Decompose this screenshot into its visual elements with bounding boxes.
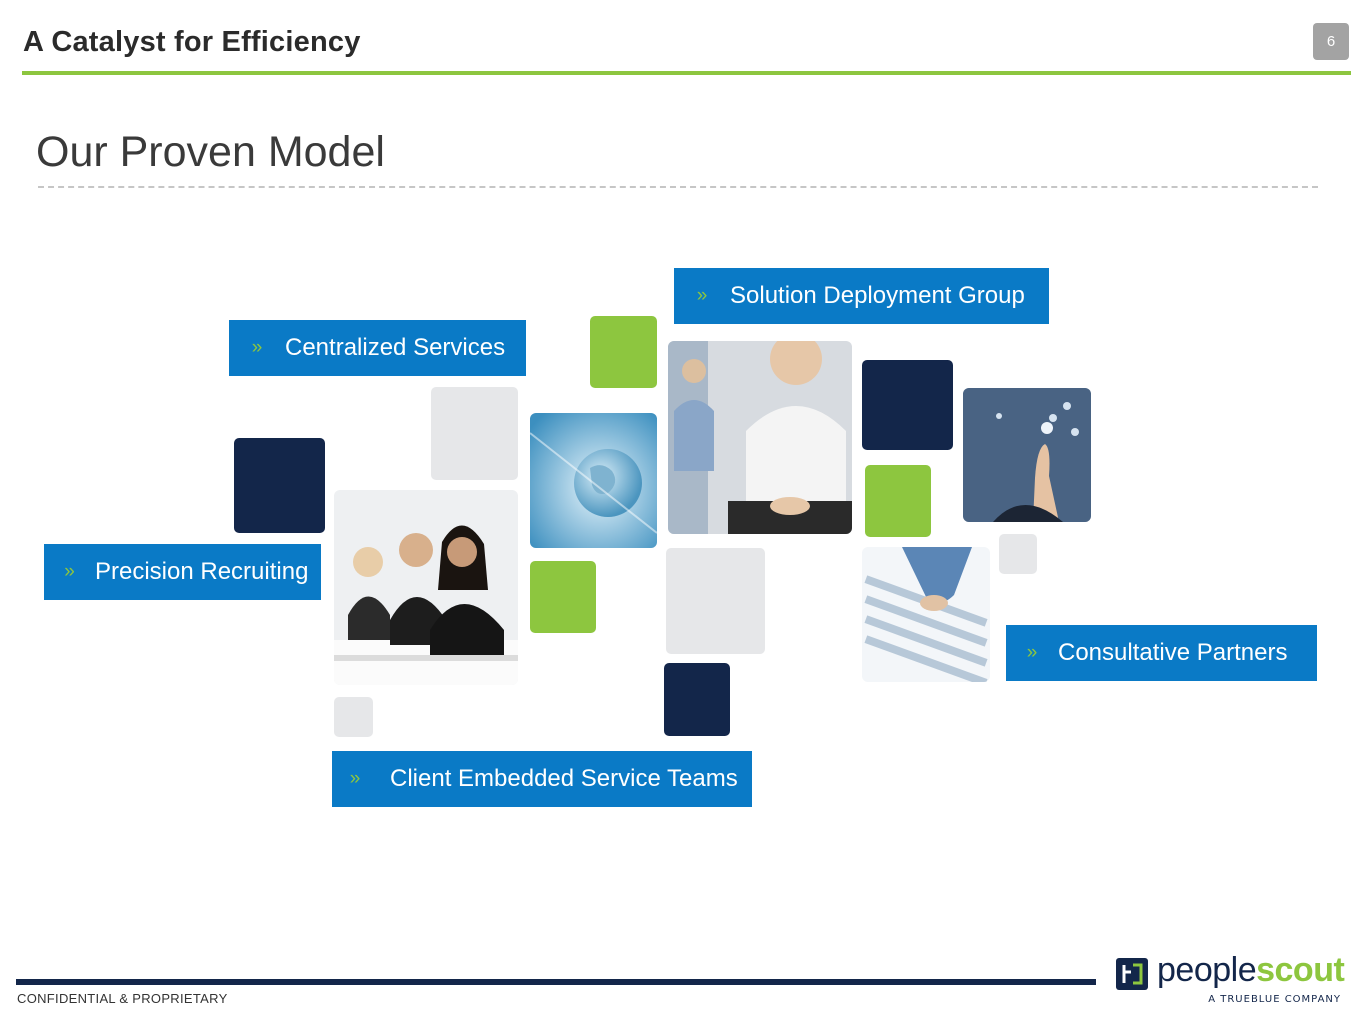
business-team-photo (334, 490, 518, 685)
logo-wordmark: peoplescout (1157, 951, 1345, 989)
green-tile (865, 465, 931, 537)
peoplescout-logo: peoplescout A TRUEBLUE COMPANY (1115, 951, 1351, 1007)
label-text: Solution Deployment Group (730, 282, 1025, 309)
header-divider (22, 71, 1351, 75)
chevron-right-icon: » (1026, 642, 1038, 663)
grey-tile (334, 697, 373, 737)
green-tile (530, 561, 596, 633)
woman-at-computer-photo (668, 341, 852, 534)
label-text: Precision Recruiting (95, 558, 309, 585)
label-client-embedded-service-teams: » Client Embedded Service Teams (332, 751, 752, 807)
grey-tile (431, 387, 518, 480)
label-solution-deployment-group: » Solution Deployment Group (674, 268, 1049, 324)
footer-confidential-text: CONFIDENTIAL & PROPRIETARY (17, 991, 228, 1006)
green-tile (590, 316, 657, 388)
label-text: Centralized Services (285, 334, 506, 361)
keyboard-typing-photo (862, 547, 990, 682)
navy-tile (862, 360, 953, 450)
logo-tagline: A TRUEBLUE COMPANY (1208, 994, 1341, 1005)
label-text: Consultative Partners (1058, 639, 1288, 666)
label-text: Client Embedded Service Teams (390, 765, 738, 792)
chevron-right-icon: » (696, 285, 708, 306)
section-dashed-divider (38, 186, 1318, 188)
label-consultative-partners: » Consultative Partners (1006, 625, 1317, 681)
grey-tile (666, 548, 765, 654)
label-precision-recruiting: » Precision Recruiting (44, 544, 321, 600)
grey-tile (999, 534, 1037, 574)
footer-divider (16, 979, 1096, 985)
navy-tile (234, 438, 325, 533)
network-touch-photo (963, 388, 1091, 522)
globe-photo (530, 413, 657, 548)
slide-header-title: A Catalyst for Efficiency (23, 26, 361, 58)
navy-tile (664, 663, 730, 736)
page-number-badge: 6 (1313, 23, 1349, 60)
chevron-right-icon: » (349, 768, 361, 789)
chevron-right-icon: » (251, 337, 263, 358)
section-title: Our Proven Model (36, 128, 385, 176)
logo-mark-icon (1116, 958, 1148, 990)
label-centralized-services: » Centralized Services (229, 320, 526, 376)
chevron-right-icon: » (64, 561, 75, 582)
